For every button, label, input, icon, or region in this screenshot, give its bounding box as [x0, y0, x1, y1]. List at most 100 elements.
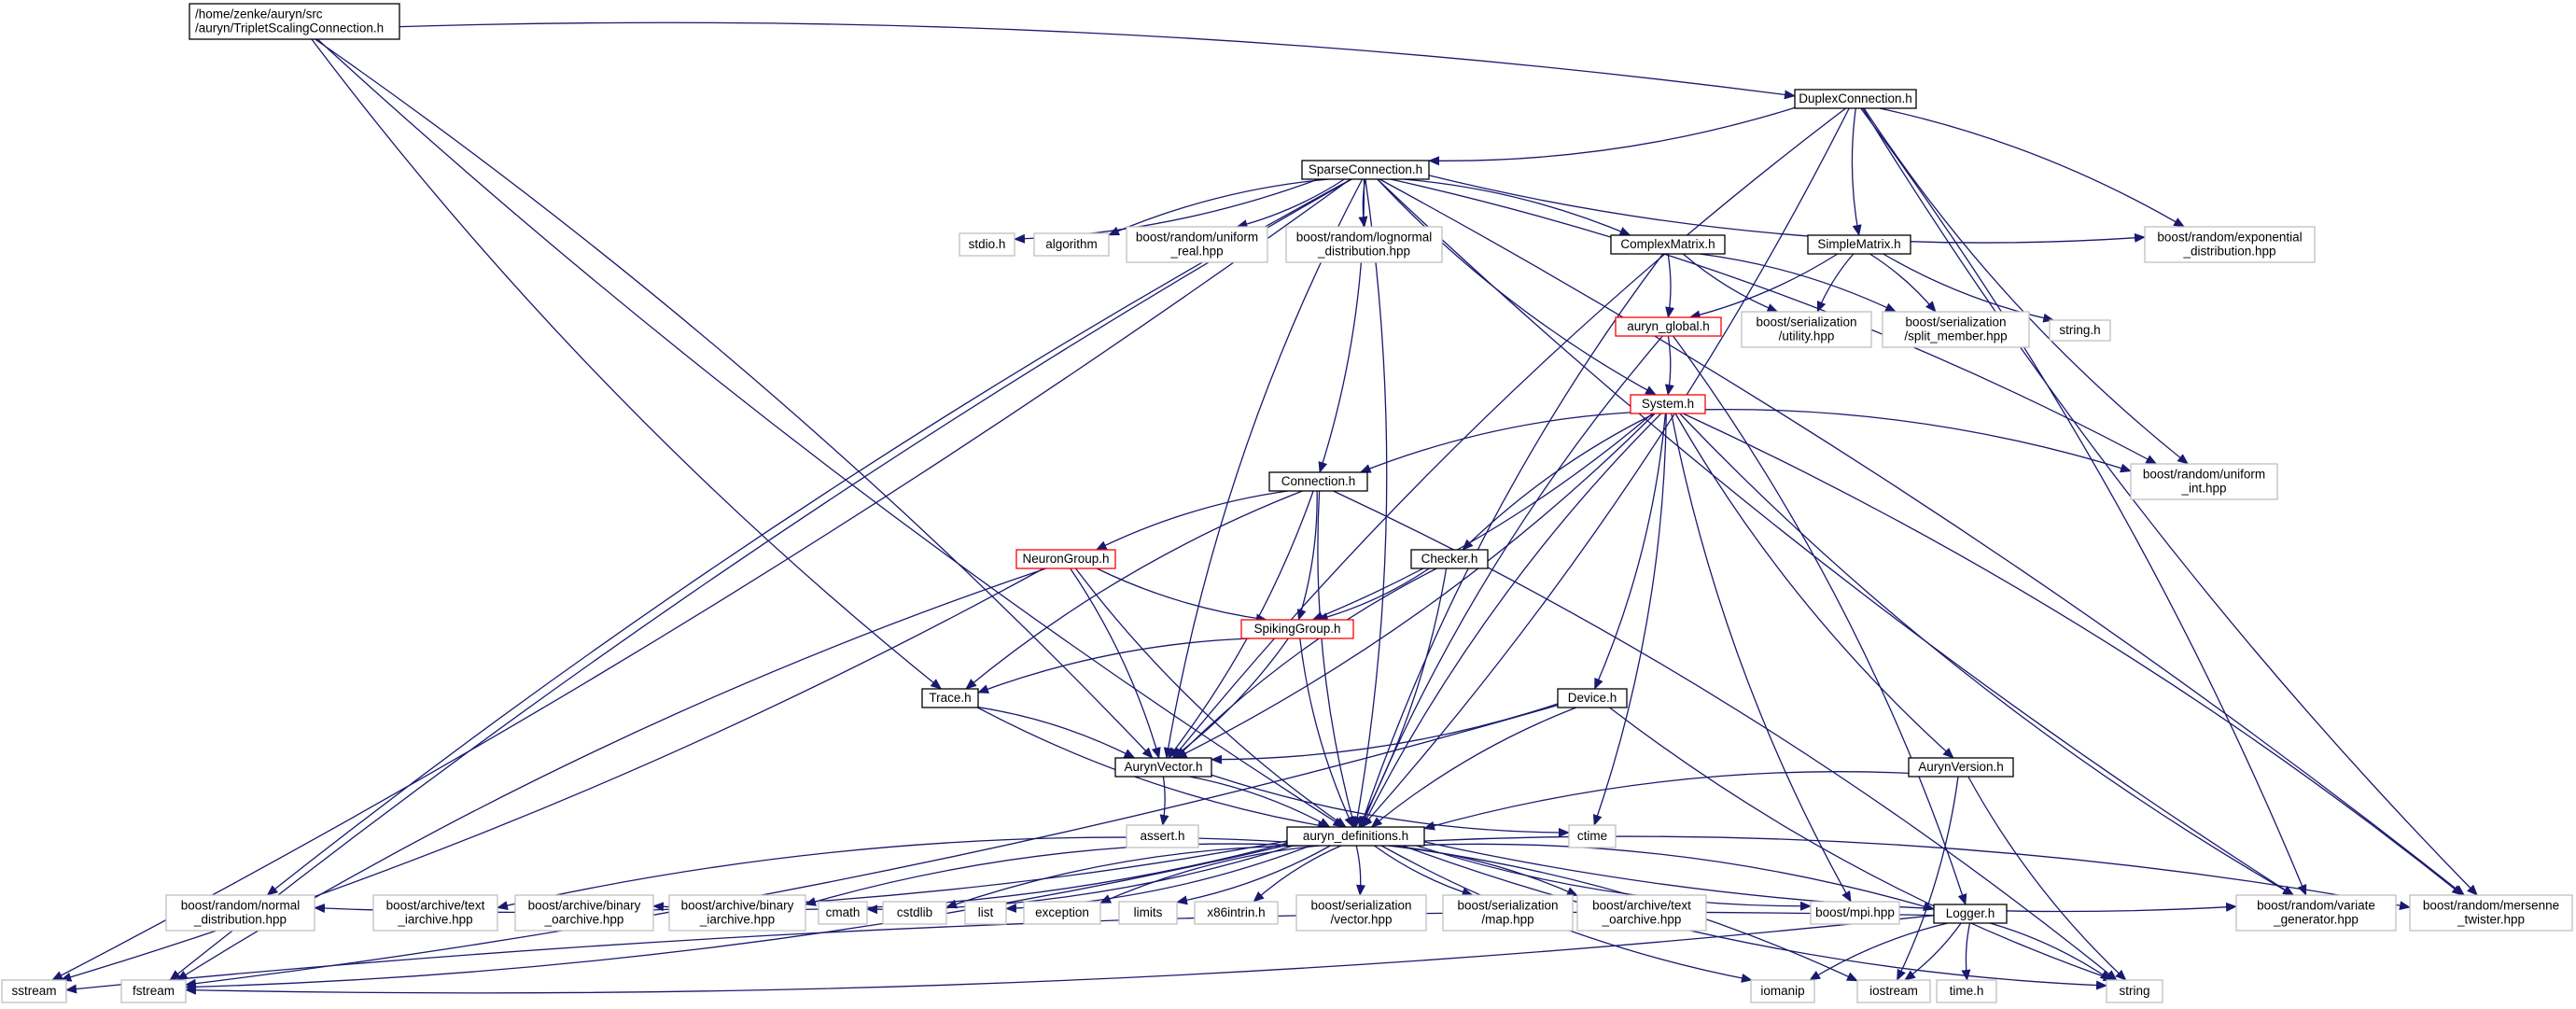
node-box-text_oarchive	[1576, 894, 1707, 932]
node-label-duplex-0: DuplexConnection.h	[1799, 91, 1912, 105]
edge-defs-to-binary_iarchive	[805, 843, 1288, 906]
node-label-split_member-1: /split_member.hpp	[1904, 329, 2007, 343]
node-checker[interactable]: Checker.h	[1410, 549, 1489, 569]
edge-system-to-connection	[1359, 412, 1631, 473]
node-x86intrin: x86intrin.h	[1194, 901, 1279, 925]
node-label-defs-0: auryn_definitions.h	[1303, 829, 1408, 843]
node-mpi: boost/mpi.hpp	[1810, 901, 1900, 925]
node-list: list	[964, 901, 1007, 925]
node-label-exponential-1: _distribution.hpp	[2182, 245, 2275, 259]
node-label-neurongroup-0: NeuronGroup.h	[1022, 552, 1109, 566]
edge-neurongroup-to-sstream	[60, 568, 1044, 982]
edge-system-to-aurynversion	[1674, 413, 1954, 759]
edge-duplex-to-uniform_int	[1863, 107, 2189, 465]
node-label-exception-0: exception	[1035, 905, 1089, 919]
edge-connection-to-trace	[965, 490, 1303, 690]
node-box-cmath	[818, 901, 868, 925]
edge-device-to-fstream	[185, 704, 1559, 988]
node-label-cstdlib-0: cstdlib	[897, 905, 932, 919]
node-box-uniform_int	[2130, 463, 2278, 500]
node-duplex[interactable]: DuplexConnection.h	[1794, 89, 1917, 109]
node-simplematrix[interactable]: SimpleMatrix.h	[1807, 234, 1911, 255]
node-string_h: string.h	[2049, 319, 2111, 342]
node-label-text_iarchive-1: _iarchive.hpp	[397, 913, 472, 927]
node-complexmatrix[interactable]: ComplexMatrix.h	[1610, 234, 1726, 255]
node-ser_vector: boost/serialization/vector.hpp	[1295, 894, 1427, 932]
node-box-list	[964, 901, 1007, 925]
edge-duplex-to-aurynvector	[1172, 107, 1846, 759]
node-root[interactable]: /home/zenke/auryn/src/auryn/TripletScali…	[189, 3, 400, 40]
node-label-checker-0: Checker.h	[1421, 552, 1478, 566]
node-label-lognormal-1: _distribution.hpp	[1317, 245, 1410, 259]
node-label-limits-0: limits	[1134, 905, 1163, 919]
node-text_oarchive: boost/archive/text_oarchive.hpp	[1576, 894, 1707, 932]
node-label-fstream-0: fstream	[133, 984, 175, 998]
node-box-limits	[1118, 901, 1178, 925]
node-neurongroup[interactable]: NeuronGroup.h	[1015, 549, 1116, 569]
node-auryn_global[interactable]: auryn_global.h	[1615, 316, 1722, 337]
node-connection[interactable]: Connection.h	[1268, 471, 1368, 492]
node-trace[interactable]: Trace.h	[921, 688, 979, 708]
edge-aurynvector-to-assert	[1159, 776, 1169, 826]
node-aurynversion[interactable]: AurynVersion.h	[1908, 757, 2014, 778]
node-box-system	[1630, 394, 1706, 414]
node-label-iomanip-0: iomanip	[1760, 984, 1804, 998]
edge-defs-to-exception	[1099, 845, 1321, 904]
edge-root-to-duplex	[399, 21, 1796, 100]
edge-sparse-to-sstream	[51, 178, 1351, 981]
node-sstream: sstream	[1, 979, 67, 1003]
node-device[interactable]: Device.h	[1557, 688, 1628, 708]
edge-logger-to-iostream	[1904, 922, 1962, 981]
edge-trace-to-defs	[977, 707, 1330, 831]
node-ser_utility: boost/serialization/utility.hpp	[1741, 311, 1872, 348]
node-label-sparse-0: SparseConnection.h	[1309, 162, 1422, 176]
edge-system-to-mersenne	[1682, 413, 2464, 896]
node-label-text_oarchive-1: _oarchive.hpp	[1602, 913, 1682, 927]
node-box-ctime	[1568, 824, 1617, 848]
node-sparse[interactable]: SparseConnection.h	[1301, 160, 1430, 180]
edge-defs-to-text_oarchive	[1390, 845, 1578, 897]
edge-complexmatrix-to-defs	[1359, 253, 1664, 828]
edge-sparse-to-algorithm	[1108, 178, 1329, 236]
edge-root-to-trace	[311, 38, 943, 690]
edge-simplematrix-to-ser_utility	[1816, 253, 1855, 313]
edge-system-to-mpi	[1671, 413, 1852, 903]
node-label-uniform_int-1: _int.hpp	[2180, 482, 2226, 496]
node-box-cstdlib	[882, 901, 947, 925]
node-box-neurongroup	[1015, 549, 1116, 569]
edge-connection-to-spikinggroup	[1296, 490, 1318, 621]
node-system[interactable]: System.h	[1630, 394, 1706, 414]
node-spikinggroup[interactable]: SpikingGroup.h	[1240, 619, 1354, 639]
node-text_iarchive: boost/archive/text_iarchive.hpp	[372, 894, 498, 932]
edge-defs-to-iostream	[1388, 845, 1858, 982]
edge-device-to-aurynvector	[1211, 703, 1559, 764]
edge-connection-to-defs	[1317, 490, 1357, 828]
edge-simplematrix-to-auryn_global	[1688, 253, 1839, 320]
node-label-sstream-0: sstream	[11, 984, 56, 998]
node-aurynvector[interactable]: AurynVector.h	[1114, 757, 1212, 778]
edge-logger-to-time	[1961, 922, 1971, 981]
node-label-split_member-0: boost/serialization	[1905, 315, 2006, 329]
node-exception: exception	[1023, 901, 1101, 925]
node-defs[interactable]: auryn_definitions.h	[1286, 826, 1425, 847]
node-label-ser_vector-0: boost/serialization	[1310, 899, 1411, 913]
node-label-cmath-0: cmath	[826, 905, 861, 919]
edge-system-to-defs	[1362, 413, 1662, 828]
edge-neurongroup-to-aurynvector	[1070, 568, 1161, 759]
edge-auryn_global-to-logger	[1673, 335, 1967, 905]
node-label-string-0: string	[2119, 984, 2149, 998]
edge-defs-to-ser_map	[1374, 845, 1474, 897]
edge-sparse-to-exponential	[1428, 175, 2146, 244]
edge-aurynversion-to-defs	[1423, 771, 1910, 831]
node-box-logger	[1933, 904, 2008, 924]
node-label-binary_iarchive-0: boost/archive/binary	[681, 899, 794, 913]
node-label-assert-0: assert.h	[1140, 829, 1184, 843]
node-stdio: stdio.h	[959, 232, 1015, 257]
node-label-text_iarchive-0: boost/archive/text	[386, 899, 485, 913]
node-logger[interactable]: Logger.h	[1933, 904, 2008, 924]
node-split_member: boost/serialization/split_member.hpp	[1882, 311, 2030, 348]
edge-defs-to-cmath	[866, 845, 1294, 915]
node-box-assert	[1126, 824, 1199, 848]
edge-auryn_global-to-defs	[1360, 335, 1663, 828]
edges	[51, 21, 2478, 995]
